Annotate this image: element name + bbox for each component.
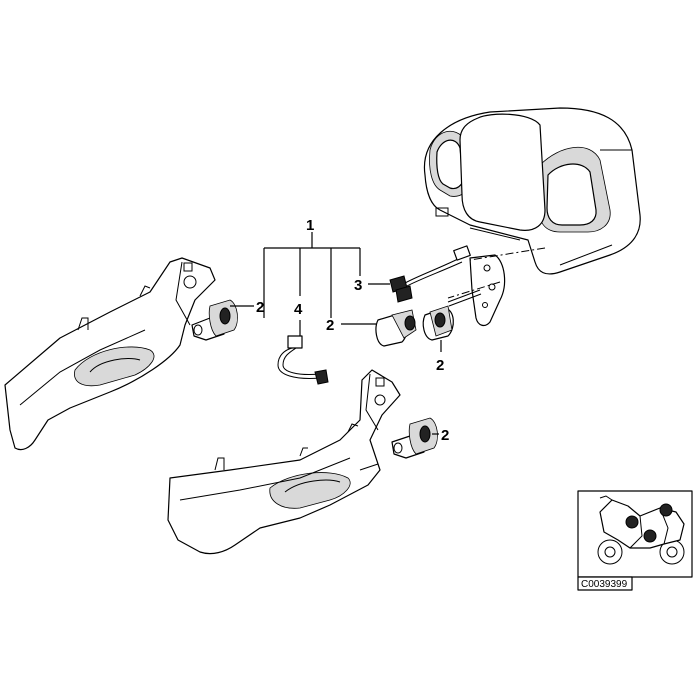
cable-part-3 <box>389 245 471 303</box>
ref-code-box <box>577 576 633 591</box>
callout-1: 1 <box>306 217 314 234</box>
ref-code: C0039399 <box>581 579 628 590</box>
callout-2-bottom: 2 <box>441 427 449 444</box>
thumbnail-locator: C0039399 <box>577 490 693 591</box>
locator-dot <box>625 515 639 529</box>
motorcycle-icon <box>597 495 685 565</box>
callout-2-mid: 2 <box>326 317 334 334</box>
lower-fairing-panel <box>167 369 401 555</box>
wire-part-4 <box>277 335 329 385</box>
locator-dot <box>643 529 657 543</box>
socket-part-2-bottom <box>391 417 438 459</box>
callout-4: 4 <box>294 301 303 318</box>
top-case <box>423 107 641 275</box>
socket-part-2-right <box>422 289 482 341</box>
socket-part-2-mid <box>375 309 417 347</box>
locator-dot <box>659 503 673 517</box>
callout-3: 3 <box>354 277 362 294</box>
callout-2-left: 2 <box>256 299 264 316</box>
mounting-bracket <box>469 254 506 327</box>
leader-lines <box>230 232 442 435</box>
left-fairing-panel <box>4 257 216 451</box>
callout-2-right-lower: 2 <box>436 357 444 374</box>
socket-part-2-left <box>191 299 238 341</box>
